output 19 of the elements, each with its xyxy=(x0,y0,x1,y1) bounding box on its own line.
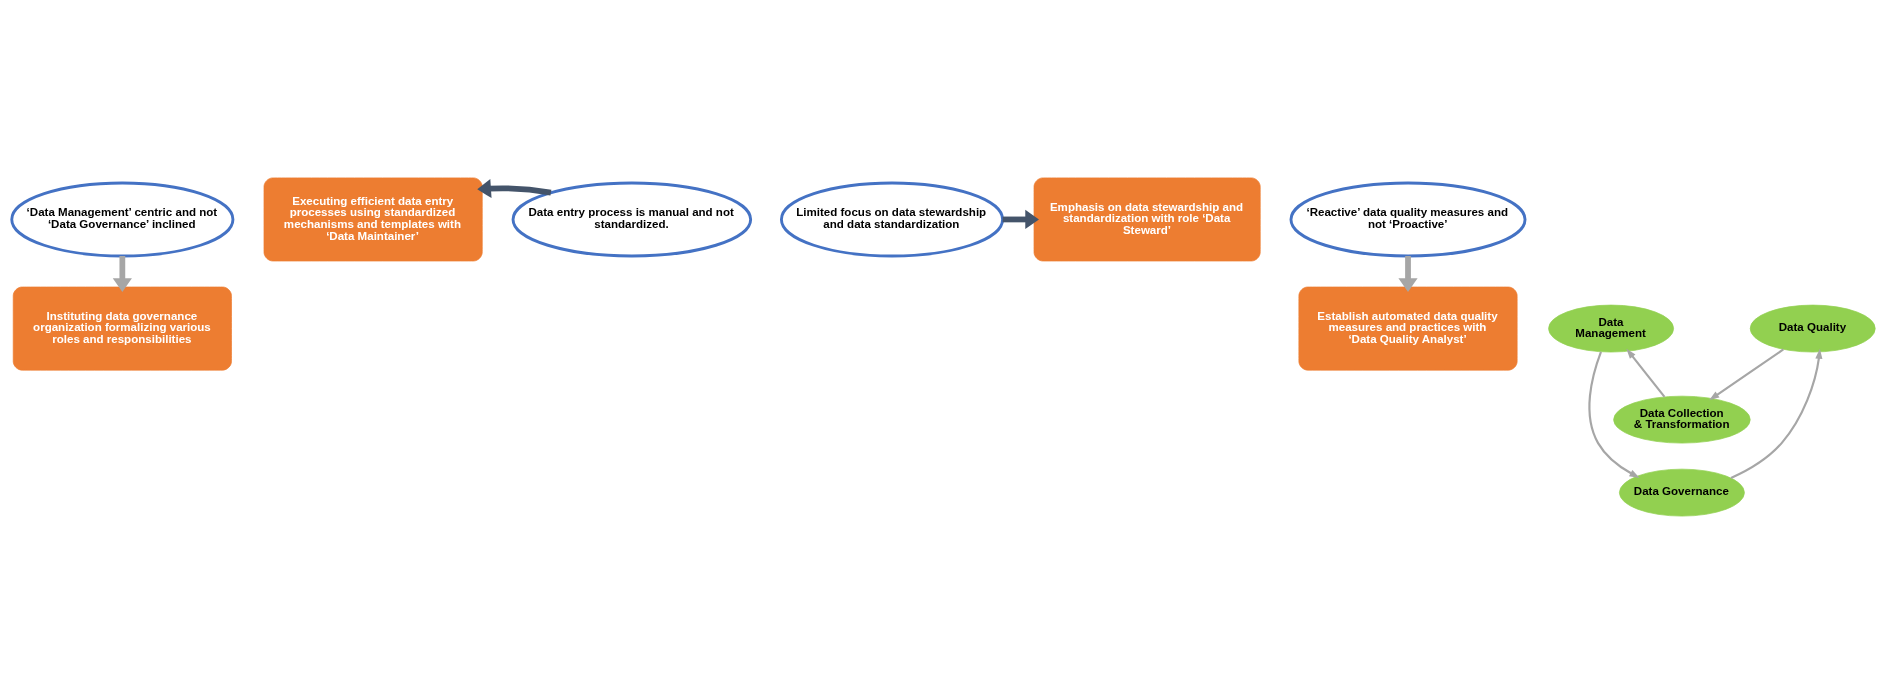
arrow xyxy=(1588,351,1640,478)
arrow xyxy=(1398,256,1418,292)
node-ellipse: Data Management xyxy=(1548,304,1674,353)
arrow xyxy=(1626,348,1666,398)
node-box: Emphasis on data stewardship and standardization with role ‘Data Steward’ xyxy=(1033,177,1261,262)
node-box: Instituting data governance organization formalizing various roles and responsibilities xyxy=(12,286,232,371)
arrow xyxy=(1002,209,1039,230)
node-ellipse: Data entry process is manual and not standardized. xyxy=(511,181,753,258)
node-box: Executing efficient data entry processes using standardized mechanisms and templates with ‘Data Maintainer’ xyxy=(263,177,483,262)
node-ellipse: ‘Reactive’ data quality measures and not ‘Proactive’ xyxy=(1289,181,1527,258)
arrow xyxy=(1709,348,1784,401)
arrow xyxy=(112,256,132,292)
arrow xyxy=(1730,348,1823,479)
node-ellipse: ‘Data Management’ centric and not ‘Data Governance’ inclined xyxy=(10,181,235,258)
node-ellipse: Data Quality xyxy=(1749,304,1876,353)
node-box: Establish automated data quality measures and practices with ‘Data Quality Analyst’ xyxy=(1298,286,1518,371)
node-ellipse: Limited focus on data stewardship and data standardization xyxy=(780,181,1005,258)
node-ellipse: Data Collection & Transformation xyxy=(1613,395,1751,444)
arrow xyxy=(477,178,552,199)
